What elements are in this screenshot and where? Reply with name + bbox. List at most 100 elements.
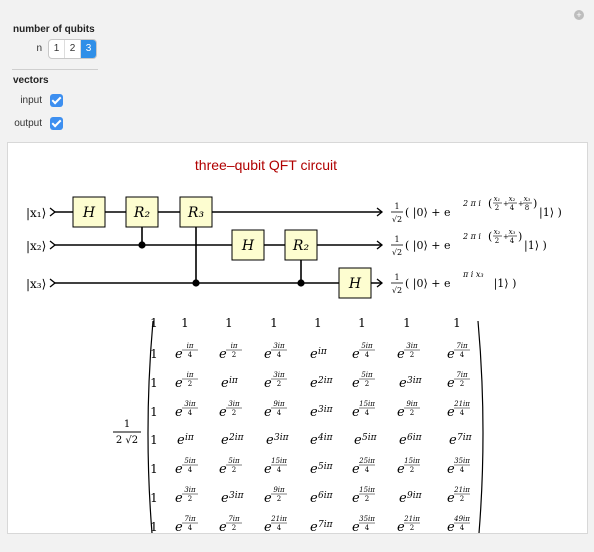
matrix-exponent: 2iπ <box>228 433 245 443</box>
output-prefix: ( |0⟩ + e <box>405 239 451 253</box>
matrix-exp-num: 35iπ <box>359 515 375 523</box>
matrix-base-e: e <box>264 405 272 420</box>
matrix-exp-num: 7iπ <box>184 515 196 523</box>
norm-numerator: 1 <box>394 202 399 211</box>
matrix-exp-num: 3iπ <box>184 486 196 494</box>
matrix-base-e: e <box>310 462 318 477</box>
matrix-base-e: e <box>352 376 360 391</box>
n-label: n <box>36 43 42 54</box>
gate-label: H <box>82 205 96 221</box>
matrix-cell: 1 <box>270 316 278 330</box>
qubit-count-selector[interactable]: 1 2 3 <box>48 39 97 59</box>
matrix-cell: 1 <box>150 316 158 330</box>
matrix-exp-den: 4 <box>277 524 282 532</box>
matrix-base-e: e <box>447 462 455 477</box>
paren: ( <box>488 197 492 210</box>
frac-num: x₃ <box>524 195 531 203</box>
matrix-base-e: e <box>264 376 272 391</box>
matrix-cell: 1 <box>225 316 233 330</box>
matrix-cell: 1 <box>403 316 411 330</box>
matrix-cell: 1 <box>150 347 158 361</box>
matrix-exponent: iπ <box>229 376 239 386</box>
matrix-exp-den: 4 <box>365 409 370 417</box>
matrix-base-e: e <box>175 491 183 506</box>
matrix-exp-den: 2 <box>232 524 236 532</box>
wire-arrow <box>49 278 57 288</box>
matrix-cell: 1 <box>181 316 189 330</box>
matrix-exp-num: 9iπ <box>273 400 285 408</box>
matrix-exp-num: iπ <box>231 342 238 350</box>
qubit-option-2[interactable]: 2 <box>65 40 81 58</box>
frac-den: 4 <box>510 237 515 245</box>
input-checkbox[interactable] <box>50 94 63 107</box>
matrix-exp-den: 4 <box>188 524 193 532</box>
frac-num: x₂ <box>494 228 501 236</box>
qubit-option-1[interactable]: 1 <box>49 40 65 58</box>
matrix-exp-num: 15iπ <box>359 486 375 494</box>
gate-box <box>284 229 318 261</box>
paren: ) <box>533 197 537 210</box>
matrix-base-e: e <box>310 491 318 506</box>
output-prefix: ( |0⟩ + e <box>405 277 451 291</box>
norm-denominator: √2 <box>392 248 402 257</box>
matrix-exponent: 5iπ <box>362 433 378 443</box>
matrix-exponent: 2iπ <box>317 376 334 386</box>
norm-denominator: √2 <box>392 286 402 295</box>
matrix-base-e: e <box>175 520 183 533</box>
matrix-base-e: e <box>447 347 455 362</box>
matrix-left-bracket <box>147 320 154 533</box>
matrix-exp-den: 4 <box>460 351 465 359</box>
matrix-exp-num: 9iπ <box>406 400 418 408</box>
output-label: output <box>14 118 42 129</box>
matrix-exp-den: 2 <box>232 409 236 417</box>
matrix-exponent: 6iπ <box>407 433 423 443</box>
qubit-option-3[interactable]: 3 <box>81 40 96 58</box>
matrix-exponent: 3iπ <box>274 433 290 443</box>
separator <box>12 69 98 70</box>
gate-box <box>338 267 372 299</box>
output-prefix: ( |0⟩ + e <box>405 206 451 220</box>
matrix-exponent: 3iπ <box>407 376 423 386</box>
add-icon[interactable]: + <box>574 10 584 20</box>
plus: + <box>518 200 524 208</box>
matrix-exp-num: 9iπ <box>273 486 285 494</box>
matrix-exponent: iπ <box>185 433 195 443</box>
exponent-lead: π i x₃ <box>462 270 484 279</box>
matrix-cell: 1 <box>150 405 158 419</box>
matrix-exp-den: 2 <box>232 351 236 359</box>
frac-den: 2 <box>495 204 499 212</box>
plus: + <box>503 233 509 241</box>
wire-arrow <box>49 240 57 250</box>
matrix-exp-den: 2 <box>410 409 414 417</box>
matrix-base-e: e <box>354 433 362 448</box>
matrix-exp-den: 2 <box>188 380 192 388</box>
wire-arrow <box>49 207 57 217</box>
matrix-base-e: e <box>352 491 360 506</box>
gate-box <box>125 196 159 228</box>
frac-den: 8 <box>525 204 529 212</box>
matrix-exp-den: 4 <box>277 466 282 474</box>
norm-numerator: 1 <box>394 273 399 282</box>
matrix-base-e: e <box>264 520 272 533</box>
exponent-lead: 2 π i <box>462 199 481 208</box>
output-checkbox[interactable] <box>50 117 63 130</box>
matrix-exp-den: 2 <box>188 495 192 503</box>
frac-num: x₃ <box>509 228 516 236</box>
matrix-base-e: e <box>352 347 360 362</box>
gate-box <box>179 196 213 228</box>
matrix-base-e: e <box>310 376 318 391</box>
paren: ( <box>488 230 492 243</box>
matrix-exp-den: 2 <box>277 380 281 388</box>
matrix-exp-num: 49iπ <box>453 515 470 523</box>
matrix-base-e: e <box>352 520 360 533</box>
matrix-exp-num: 25iπ <box>358 457 375 465</box>
matrix-exp-num: 21iπ <box>403 515 420 523</box>
norm-denominator: √2 <box>392 215 402 224</box>
matrix-base-e: e <box>310 347 318 362</box>
matrix-exponent: 5iπ <box>318 462 334 472</box>
matrix-exp-num: iπ <box>187 371 194 379</box>
input-state-label: |x₂⟩ <box>26 239 46 253</box>
matrix-exp-num: iπ <box>187 342 194 350</box>
input-label: input <box>20 95 42 106</box>
